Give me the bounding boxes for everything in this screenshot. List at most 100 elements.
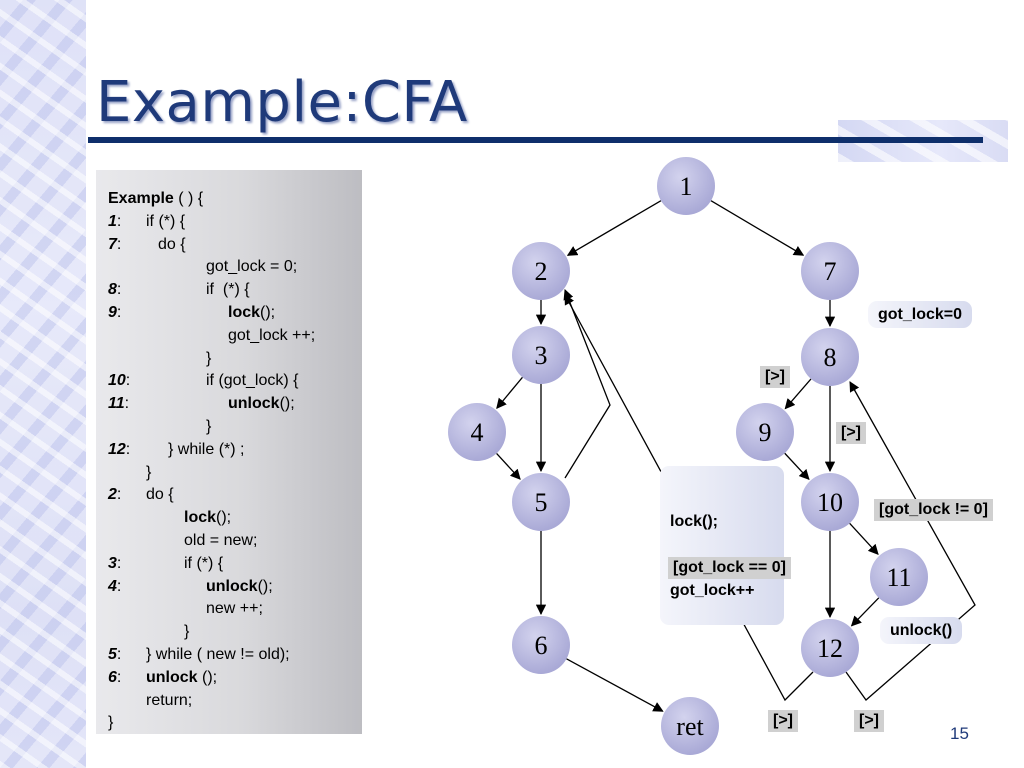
- node-label: 9: [759, 418, 772, 447]
- node-circle: [870, 548, 928, 606]
- code-line: }: [146, 463, 152, 481]
- cfa-node-9: 9: [736, 403, 794, 461]
- code-line-number: 2:: [108, 486, 122, 504]
- node-circle: [661, 697, 719, 755]
- edge-11-to-12: [850, 597, 880, 627]
- edge-3-to-4: [496, 376, 523, 409]
- node-circle: [512, 326, 570, 384]
- node-circle: [512, 616, 570, 674]
- edge-1-to-2: [566, 200, 662, 256]
- edge-9-to-10: [784, 452, 810, 481]
- code-line: lock();: [184, 509, 232, 527]
- cfa-node-1: 1: [657, 157, 715, 215]
- edges-layer: [496, 200, 976, 712]
- code-line-number: 3:: [108, 554, 122, 572]
- edge-12-to-2: [564, 294, 814, 702]
- cfa-node-10: 10: [801, 473, 859, 531]
- label-assume-back-left: [>]: [768, 710, 798, 732]
- code-line: if (*) {: [206, 281, 250, 299]
- label-got-lock-ne: [got_lock != 0]: [874, 499, 993, 521]
- code-line: do {: [146, 486, 174, 504]
- node-circle: [512, 473, 570, 531]
- node-circle: [801, 328, 859, 386]
- node-label: 6: [535, 631, 548, 660]
- code-line: new ++;: [206, 600, 263, 618]
- code-panel: Example ( ) { 1: if (*) { 7: do { got_lock = …: [96, 170, 362, 734]
- label-assume-8: [>]: [760, 366, 790, 388]
- cfa-node-12: 12: [801, 619, 859, 677]
- node-label: 12: [817, 634, 843, 663]
- node-label: 7: [824, 257, 837, 286]
- code-line: unlock();: [228, 395, 295, 413]
- label-unlock-call: unlock(): [880, 617, 963, 644]
- code-line: }: [184, 623, 190, 641]
- code-line: if (*) {: [184, 554, 224, 572]
- code-line-number: 12:: [108, 440, 131, 458]
- node-circle: [736, 403, 794, 461]
- node-label: 5: [535, 488, 548, 517]
- edge-5-to-2: [563, 289, 611, 479]
- code-line: }: [108, 714, 114, 732]
- edge-6-to-ret: [566, 658, 664, 712]
- cfa-node-3: 3: [512, 326, 570, 384]
- node-label: 8: [824, 343, 837, 372]
- cfa-node-6: 6: [512, 616, 570, 674]
- code-line: got_lock = 0;: [206, 258, 298, 276]
- cfa-node-5: 5: [512, 473, 570, 531]
- label-got-lock-inc: got_lock++: [670, 582, 755, 599]
- label-assume-8-10: [>]: [836, 422, 866, 444]
- cfa-node-8: 8: [801, 328, 859, 386]
- code-line: unlock ();: [146, 668, 218, 686]
- node-circle: [657, 157, 715, 215]
- label-got-lock-init: got_lock=0: [868, 301, 973, 328]
- page-number: 15: [950, 724, 969, 743]
- edge-8-to-9: [784, 378, 812, 410]
- code-line-number: 10:: [108, 372, 131, 390]
- node-label: 1: [680, 172, 693, 201]
- code-line: }: [206, 349, 212, 367]
- cfa-node-11: 11: [870, 548, 928, 606]
- cfa-node-4: 4: [448, 403, 506, 461]
- code-line: if (got_lock) {: [206, 372, 299, 390]
- code-line-number: 5:: [108, 646, 122, 663]
- code-line: } while ( new != old);: [146, 646, 290, 663]
- edge-10-to-11: [849, 522, 879, 555]
- code-line-number: 11:: [108, 395, 130, 413]
- code-line: if (*) {: [146, 212, 186, 230]
- label-assume-back-right: [>]: [854, 710, 884, 732]
- title-underline: [88, 137, 983, 143]
- code-line: old = new;: [184, 532, 258, 549]
- edge-1-to-7: [710, 200, 805, 256]
- code-line-number: 6:: [108, 668, 122, 686]
- node-circle: [801, 242, 859, 300]
- edge-4-to-5: [496, 452, 521, 480]
- code-line: lock();: [228, 304, 276, 321]
- code-line-number: 9:: [108, 304, 122, 321]
- node-circle: [801, 473, 859, 531]
- node-circle: [512, 242, 570, 300]
- code-line: Example ( ) {: [108, 190, 204, 207]
- label-lock-call: lock();: [670, 513, 718, 530]
- code-line-number: 8:: [108, 281, 122, 299]
- cfa-node-ret: ret: [661, 697, 719, 755]
- node-label: 4: [471, 418, 484, 447]
- code-line: got_lock ++;: [228, 326, 316, 344]
- slide-title: Example:CFA: [96, 70, 468, 135]
- node-label: 11: [886, 563, 911, 592]
- decorative-side-strip: [0, 0, 86, 768]
- cfa-node-2: 2: [512, 242, 570, 300]
- node-label: 10: [817, 488, 843, 517]
- node-label: ret: [676, 712, 704, 741]
- label-lock-block: lock(); got_lock++: [660, 466, 784, 625]
- node-label: 2: [535, 257, 548, 286]
- node-circle: [801, 619, 859, 677]
- code-line-number: 1:: [108, 212, 122, 230]
- code-line: }: [206, 418, 212, 435]
- code-line-number: 4:: [108, 577, 122, 595]
- code-line: } while (*) ;: [168, 440, 245, 458]
- code-line: do {: [158, 235, 186, 253]
- code-line-number: 7:: [108, 235, 122, 253]
- code-line: return;: [146, 691, 193, 709]
